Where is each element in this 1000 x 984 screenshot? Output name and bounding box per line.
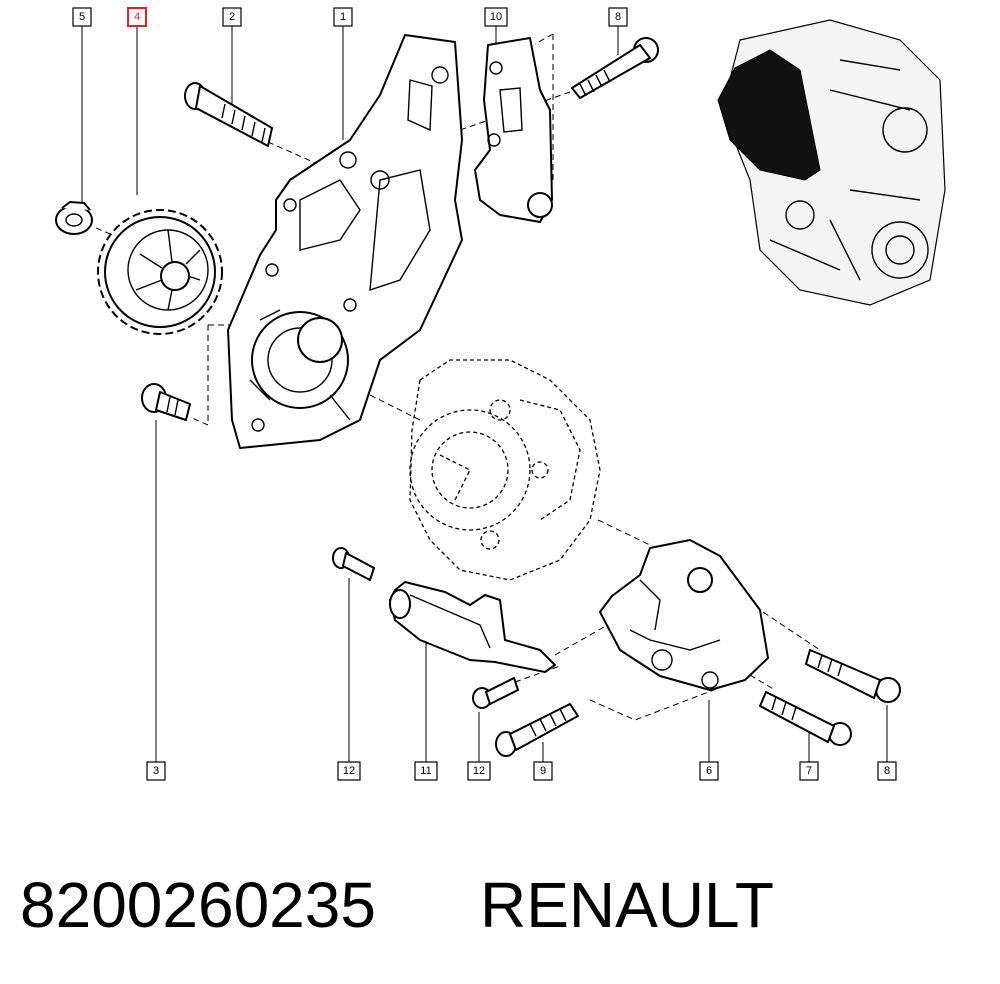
callout-label: 7 (806, 765, 812, 777)
assembly-dashed-lines (95, 33, 821, 721)
part-caption: 8200260235 RENAULT (20, 860, 980, 950)
callout-11: 11 (414, 761, 438, 781)
callout-label: 8 (884, 765, 890, 777)
part-2-bolt (184, 82, 273, 147)
callout-12-left: 12 (337, 761, 361, 781)
part-3-bolt (141, 383, 191, 421)
part-11-support-bracket (389, 581, 556, 673)
part-10-bracket (474, 37, 553, 223)
callout-label: 9 (540, 765, 546, 777)
brand-name: RENAULT (480, 869, 774, 941)
callout-8-top: 8 (608, 7, 628, 27)
engine-location-thumbnail (717, 19, 946, 306)
callout-label: 12 (343, 765, 355, 777)
part-number: 8200260235 (20, 869, 376, 941)
callout-label: 4 (134, 11, 140, 23)
part-5-nut (55, 201, 93, 235)
callout-label: 6 (706, 765, 712, 777)
leader-lines (81, 26, 888, 762)
callout-7: 7 (799, 761, 819, 781)
callout-9: 9 (533, 761, 553, 781)
callout-10: 10 (484, 7, 508, 27)
high-pressure-pump-ghost (409, 359, 601, 581)
callout-1: 1 (333, 7, 353, 27)
callout-12-right: 12 (467, 761, 491, 781)
part-8-bolt-lower (805, 649, 901, 703)
callout-3: 3 (146, 761, 166, 781)
callout-label: 2 (229, 11, 235, 23)
part-7-bolt (759, 691, 852, 746)
callout-2: 2 (222, 7, 242, 27)
callout-label: 3 (153, 765, 159, 777)
callouts: 5 4 2 1 10 8 3 12 (72, 7, 897, 781)
part-9-bolt (495, 703, 579, 757)
callout-label: 10 (490, 11, 502, 23)
part-6-rear-bracket (599, 539, 769, 691)
part-12-bolt-upper (332, 547, 375, 581)
callout-label: 12 (473, 765, 485, 777)
callout-label: 8 (615, 11, 621, 23)
callout-6: 6 (699, 761, 719, 781)
part-1-mounting-bracket (227, 34, 463, 449)
callout-4-highlighted: 4 (127, 7, 147, 27)
part-12-bolt-lower (472, 677, 519, 709)
callout-label: 5 (79, 11, 85, 23)
callout-8-bottom: 8 (877, 761, 897, 781)
callout-label: 11 (420, 765, 431, 777)
part-8-bolt-top (571, 37, 659, 99)
callout-5: 5 (72, 7, 92, 27)
part-4-pump-sprocket (97, 209, 223, 335)
callout-label: 1 (340, 11, 346, 23)
